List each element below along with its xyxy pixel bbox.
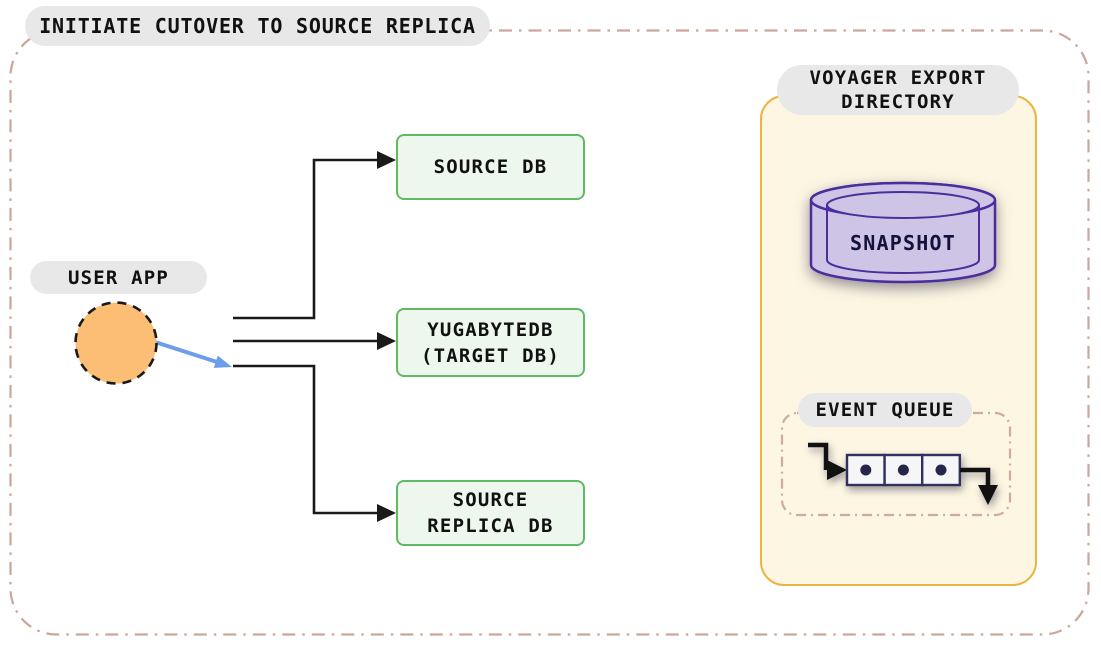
connector-user-to-source-replica xyxy=(233,364,378,515)
arrowhead-target-db-icon xyxy=(377,332,396,350)
arrowhead-source-replica-icon xyxy=(377,504,396,522)
connector-user-to-source-db xyxy=(233,158,378,320)
target-db-node: YUGABYTEDB (TARGET DB) xyxy=(396,308,585,377)
blue-cutover-arrow-icon xyxy=(154,340,218,364)
queue-in-arrowhead-icon xyxy=(827,460,847,480)
queue-out-arrowhead-icon xyxy=(978,485,998,505)
voyager-export-directory-container xyxy=(760,95,1037,586)
source-db-node: SOURCE DB xyxy=(396,134,585,200)
database-cylinder-icon xyxy=(809,181,997,284)
arrowhead-source-db-icon xyxy=(377,151,396,169)
blue-cutover-arrowhead-icon xyxy=(213,355,232,368)
queue-cells-icon xyxy=(808,442,998,505)
cylinder-inner-rim xyxy=(826,191,980,219)
snapshot-label: SNAPSHOT xyxy=(850,231,956,255)
queue-in-arrow xyxy=(808,442,829,470)
user-app-circle-icon xyxy=(74,301,158,385)
voyager-export-directory-label: VOYAGER EXPORT DIRECTORY xyxy=(777,65,1019,115)
user-app-label: USER APP xyxy=(30,261,207,294)
queue-dot-1 xyxy=(860,464,872,476)
event-queue-label: EVENT QUEUE xyxy=(798,393,972,427)
outer-dashed-border xyxy=(9,29,1090,636)
queue-out-arrow xyxy=(960,467,991,487)
queue-dot-3 xyxy=(935,464,947,476)
source-replica-db-node: SOURCE REPLICA DB xyxy=(396,480,585,546)
queue-dot-2 xyxy=(897,464,909,476)
cylinder-inner-wall xyxy=(826,204,980,274)
event-queue-dashed-border xyxy=(780,411,1012,517)
diagram-title: INITIATE CUTOVER TO SOURCE REPLICA xyxy=(25,6,490,46)
event-queue-border-rect xyxy=(780,411,1012,517)
